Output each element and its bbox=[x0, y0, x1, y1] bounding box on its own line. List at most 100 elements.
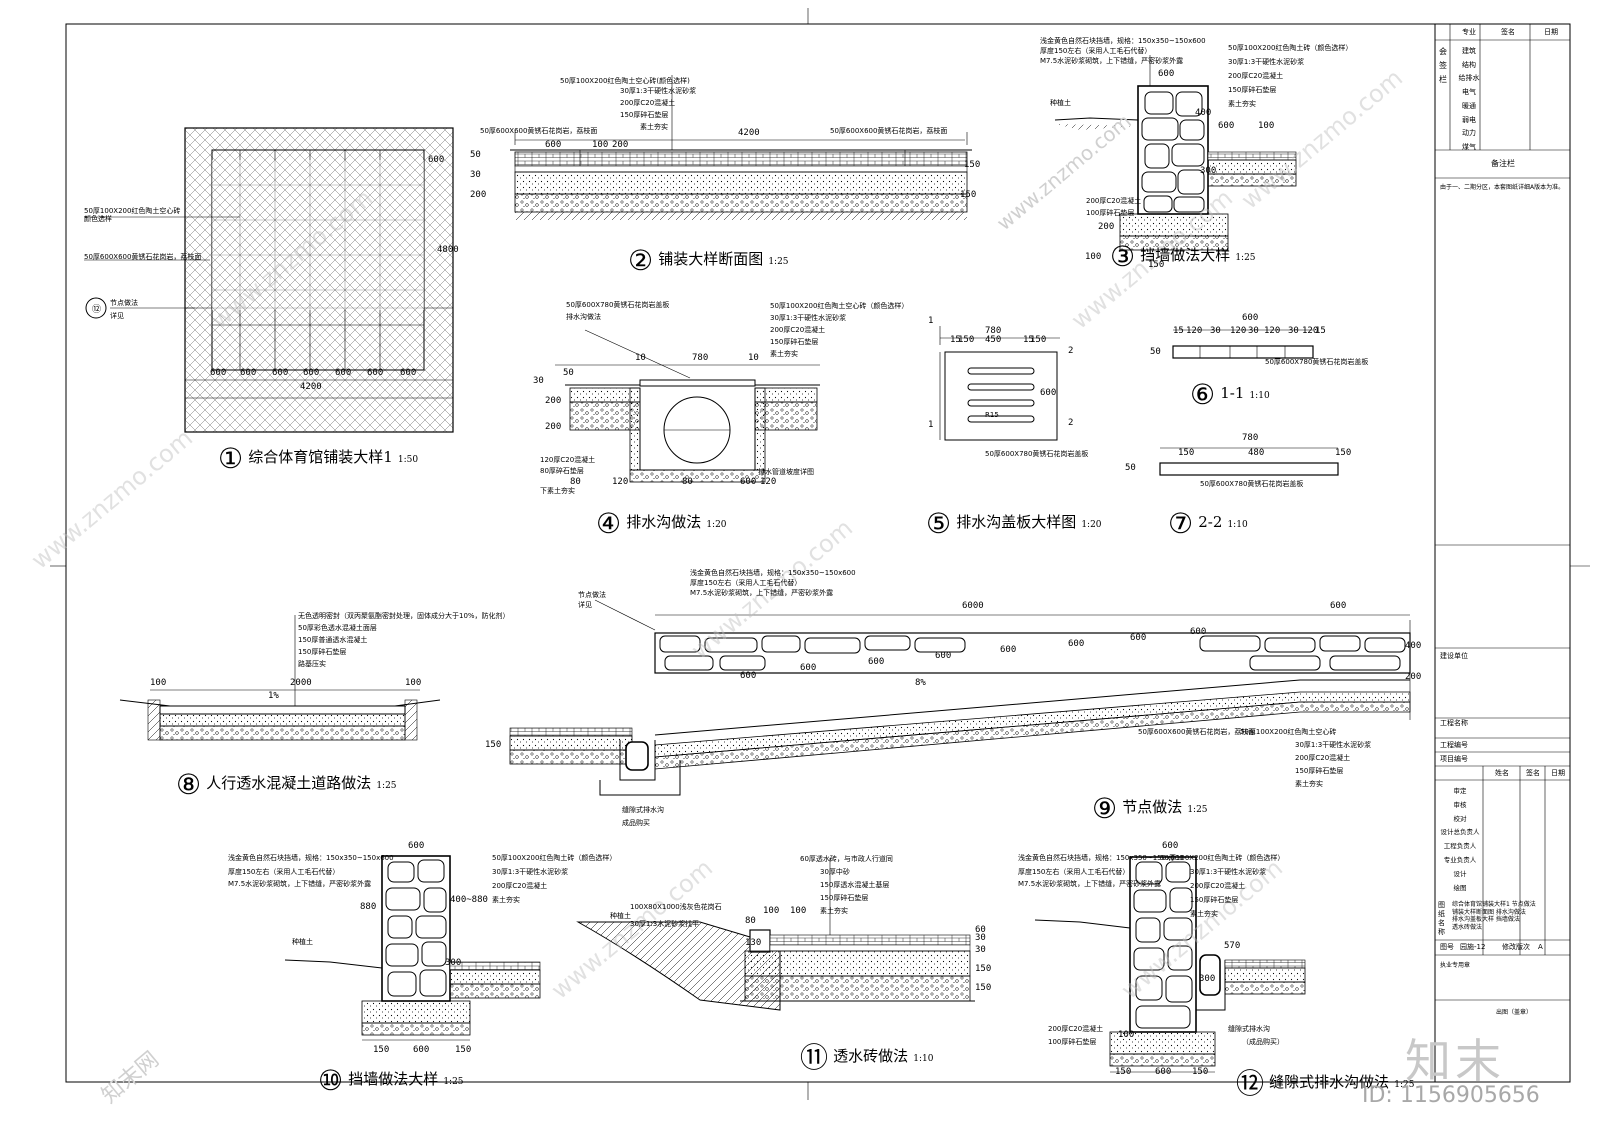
annotation-note: 50厚100X200红色陶土空心砖 bbox=[84, 207, 181, 215]
annotation-note: 30厚1:3水泥砂浆找平 bbox=[630, 920, 700, 928]
drawing-number-circle: ⑤ bbox=[926, 507, 952, 540]
drawing-scale: 1:25 bbox=[768, 257, 789, 267]
drawing-number-circle: ④ bbox=[596, 507, 622, 540]
role-header-name: 姓名 bbox=[1495, 769, 1509, 777]
dimension-label: 8% bbox=[915, 678, 926, 688]
drawing-no-label: 图号 bbox=[1440, 943, 1454, 951]
drawing-number-circle: ⑥ bbox=[1190, 378, 1216, 411]
dimension-label: 150 bbox=[1178, 448, 1195, 458]
dimension-label: 600 bbox=[1040, 388, 1057, 398]
annotation-note: 50厚100X200红色陶土空心砖 bbox=[1240, 728, 1337, 736]
annotation-note: 下素土夯实 bbox=[540, 487, 575, 495]
item-no-label: 项目编号 bbox=[1440, 755, 1468, 763]
drawing-name-line: 排水沟盖板大样 挡墙做法 bbox=[1452, 916, 1520, 923]
dimension-label: 50 bbox=[1150, 347, 1161, 357]
dimension-label: 60 bbox=[975, 925, 986, 935]
annotation-note: 200厚C20混凝土 bbox=[770, 326, 826, 334]
annotation-note: 素土夯实 bbox=[492, 896, 520, 904]
annotation-note: 素土夯实 bbox=[640, 123, 668, 131]
drawing-name-label: 图纸名称 bbox=[1438, 901, 1445, 936]
annotation-note: 150厚碎石垫层 bbox=[770, 338, 819, 346]
discipline-item: 动力 bbox=[1462, 129, 1476, 138]
dimension-label: 600 bbox=[1242, 313, 1259, 323]
annotation-note: 50厚彩色透水混凝土面层 bbox=[298, 624, 377, 632]
dimension-label: 600 bbox=[800, 663, 817, 673]
drawing-7-section bbox=[1159, 447, 1339, 476]
annotation-note: 素土夯实 bbox=[770, 350, 798, 358]
role-item: 审核 bbox=[1453, 800, 1467, 809]
annotation-note: 150厚碎石垫层 bbox=[1228, 86, 1277, 94]
dimension-label: 4200 bbox=[300, 382, 322, 392]
role-list: 审定 审核 校对 设计总负责人 工程负责人 专业负责人 设计 绘图 bbox=[1438, 785, 1482, 895]
dimension-label: 480 bbox=[1248, 448, 1265, 458]
dimension-label: 1% bbox=[268, 691, 279, 701]
discipline-item: 建筑 bbox=[1462, 47, 1476, 55]
dimension-label: 50 bbox=[563, 368, 574, 378]
sign-header-discipline: 专业 bbox=[1462, 28, 1476, 36]
annotation-note: 无色透明密封（双丙聚氨酯密封处理，固体成分大于10%，防化剂） bbox=[298, 612, 510, 620]
dimension-label: 600 bbox=[303, 368, 320, 378]
annotation-note: 30厚1:3干硬性水泥砂浆 bbox=[492, 868, 569, 876]
dimension-label: 400~880 bbox=[450, 895, 488, 905]
dimension-label: 120 bbox=[612, 477, 629, 487]
annotation-note: 种植土 bbox=[292, 938, 313, 946]
role-item: 专业负责人 bbox=[1443, 855, 1477, 864]
annotation-note: 50厚100X200红色陶土空心砖(颜色选样) bbox=[560, 77, 690, 85]
dimension-label: 100 bbox=[790, 906, 807, 916]
drawing-6-title-row: ⑥ 1-1 1:10 bbox=[1190, 378, 1270, 411]
drawing-title: 挡墙做法大样 bbox=[348, 1070, 439, 1088]
dimension-label: 150 bbox=[960, 190, 977, 200]
discipline-list: 建筑 结构 给排水 电气 暖通 弱电 动力 煤气 bbox=[1454, 45, 1484, 155]
drawing-11-permeable-brick bbox=[576, 858, 975, 1011]
sign-header-date: 日期 bbox=[1544, 28, 1558, 36]
dimension-label: 15 bbox=[1315, 326, 1326, 336]
drawing-scale: 1:25 bbox=[1187, 805, 1208, 815]
dimension-label: 100 bbox=[1118, 1030, 1135, 1040]
role-item: 设计 bbox=[1453, 869, 1467, 878]
annotation-note: 缝隙式排水沟 bbox=[1228, 1025, 1270, 1033]
annotation-note: 120厚C20混凝土 bbox=[540, 456, 596, 464]
dimension-label: 600 bbox=[935, 651, 952, 661]
annotation-note: M7.5水泥砂浆砌筑，上下错缝，严密砂浆外露 bbox=[690, 589, 834, 597]
annotation-note: （成品购买） bbox=[1242, 1038, 1284, 1046]
dimension-label: 880 bbox=[360, 902, 377, 912]
dimension-label: 150 bbox=[1030, 335, 1047, 345]
dimension-label: 600 bbox=[240, 368, 257, 378]
discipline-item: 电气 bbox=[1462, 88, 1476, 97]
annotation-note: 150厚碎石垫层 bbox=[1190, 896, 1239, 904]
drawing-number-circle: ⑨ bbox=[1092, 792, 1118, 825]
dimension-label: 300 bbox=[1199, 974, 1216, 984]
drawing-title: 排水沟做法 bbox=[626, 513, 702, 531]
dimension-label: 30 bbox=[975, 945, 986, 955]
drawing-number-circle: ⑪ bbox=[800, 1041, 829, 1074]
drawing-scale: 1:25 bbox=[1235, 253, 1256, 263]
annotation-note: 50厚100X200红色陶土砖（颜色选样） bbox=[1160, 854, 1285, 862]
annotation-note: 素土夯实 bbox=[820, 907, 848, 915]
annotation-note: 厚度150左右（采用人工毛石代替） bbox=[1018, 868, 1130, 876]
dimension-label: 400 bbox=[1405, 641, 1422, 651]
annotation-note: 200厚C20混凝土 bbox=[1190, 882, 1246, 890]
annotation-note: 30厚1:3干硬性水泥砂浆 bbox=[770, 314, 847, 322]
drawing-number-circle: ③ bbox=[1110, 240, 1136, 273]
drawing-1-title-row: ① 综合体育馆铺装大样1 1:50 bbox=[218, 442, 418, 475]
remarks-label: 备注栏 bbox=[1491, 159, 1515, 168]
drawing-scale: 1:10 bbox=[1227, 520, 1248, 530]
annotation-note: 成品购买 bbox=[622, 819, 650, 827]
svg-text:⑫: ⑫ bbox=[92, 304, 101, 315]
dimension-label: 600 bbox=[740, 671, 757, 681]
annotation-note: 100厚碎石垫层 bbox=[1086, 209, 1135, 217]
drawing-3-title-row: ③ 挡墙做法大样 1:25 bbox=[1110, 240, 1256, 273]
dimension-label: 600 bbox=[740, 477, 757, 487]
drawing-8-road-section bbox=[119, 615, 441, 741]
drawing-10-title-row: ⑩ 挡墙做法大样 1:25 bbox=[318, 1064, 464, 1097]
watermark-id: ID: 1156905656 bbox=[1362, 1083, 1540, 1108]
dimension-label: 10 bbox=[748, 353, 759, 363]
client-label: 建设单位 bbox=[1440, 652, 1468, 660]
dimension-label: 450 bbox=[985, 335, 1002, 345]
dimension-label: 600 bbox=[1068, 639, 1085, 649]
drawing-title: 铺装大样断面图 bbox=[658, 250, 764, 268]
sign-header-name: 签名 bbox=[1501, 28, 1515, 36]
drawing-1-pave-plan: ⑫ bbox=[84, 127, 454, 433]
dimension-label: 30 bbox=[1210, 326, 1221, 336]
